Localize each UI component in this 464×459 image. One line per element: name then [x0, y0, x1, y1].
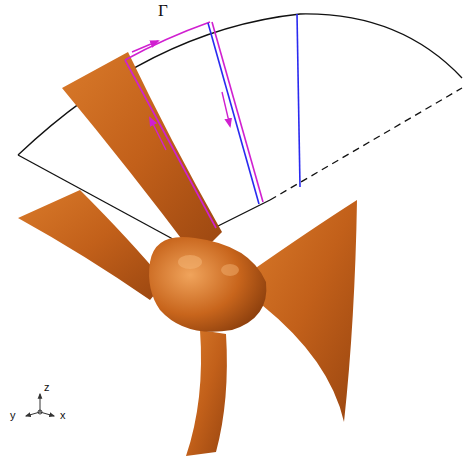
- flow-arrow: [150, 118, 166, 150]
- axis-label: x: [60, 410, 66, 421]
- propeller-hub: [149, 237, 266, 332]
- contour-line: [208, 23, 259, 204]
- hub-highlight: [178, 255, 202, 269]
- flow-arrow: [132, 41, 158, 52]
- axis-label: z: [44, 382, 50, 393]
- contour-arc: [125, 22, 210, 60]
- contour-line: [212, 22, 263, 202]
- contour-line: [297, 14, 300, 187]
- axis-origin: [38, 410, 42, 414]
- propeller-blade: [250, 200, 357, 422]
- hub-highlight: [221, 264, 239, 276]
- axis-label: y: [10, 410, 16, 421]
- axis-arrow: [40, 394, 41, 412]
- propeller-blade: [18, 190, 165, 300]
- contour-label: Γ: [158, 2, 168, 19]
- contour-line: [125, 60, 216, 228]
- propeller-blade: [186, 330, 227, 456]
- flow-arrow: [222, 92, 230, 126]
